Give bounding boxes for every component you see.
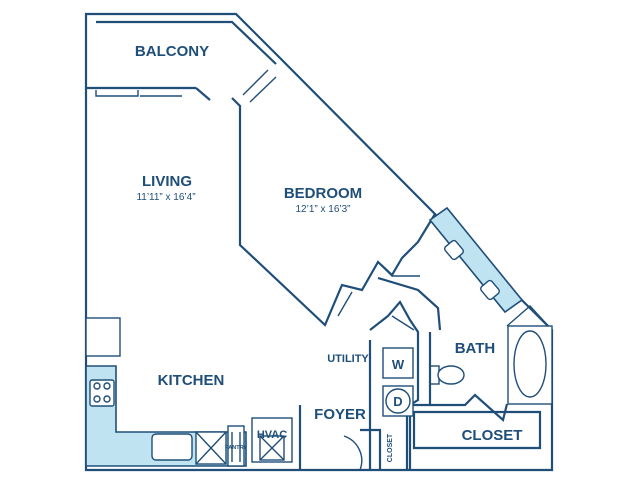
bath-vanity xyxy=(428,206,524,314)
room-label-hvac: HVAC xyxy=(257,429,287,441)
room-label-living: LIVING xyxy=(142,173,192,190)
room-label-utility: UTILITY xyxy=(327,353,369,365)
washer-dryer xyxy=(382,347,414,417)
room-label-bath: BATH xyxy=(455,340,496,357)
kitchen-fixtures xyxy=(85,317,293,467)
living-dimensions: 11’11” x 16’4” xyxy=(136,192,195,203)
interior-walls xyxy=(298,300,542,470)
balcony-area xyxy=(86,69,277,103)
dryer-label: D xyxy=(393,394,402,409)
room-label-closet: CLOSET xyxy=(462,427,523,444)
room-label-bedroom: BEDROOM xyxy=(284,185,362,202)
room-label-pantry: PANTRY xyxy=(225,445,247,451)
foyer-door-swing xyxy=(343,435,363,471)
bedroom-walls xyxy=(231,97,442,331)
toilet xyxy=(429,365,465,385)
room-label-foyer: FOYER xyxy=(314,406,366,423)
washer-label: W xyxy=(392,357,405,372)
room-label-kitchen: KITCHEN xyxy=(158,372,225,389)
bedroom-dimensions: 12’1” x 16’3” xyxy=(295,204,350,215)
bathtub xyxy=(506,305,553,405)
room-label-closet-small: CLOSET xyxy=(387,433,394,462)
room-label-balcony: BALCONY xyxy=(135,43,209,60)
